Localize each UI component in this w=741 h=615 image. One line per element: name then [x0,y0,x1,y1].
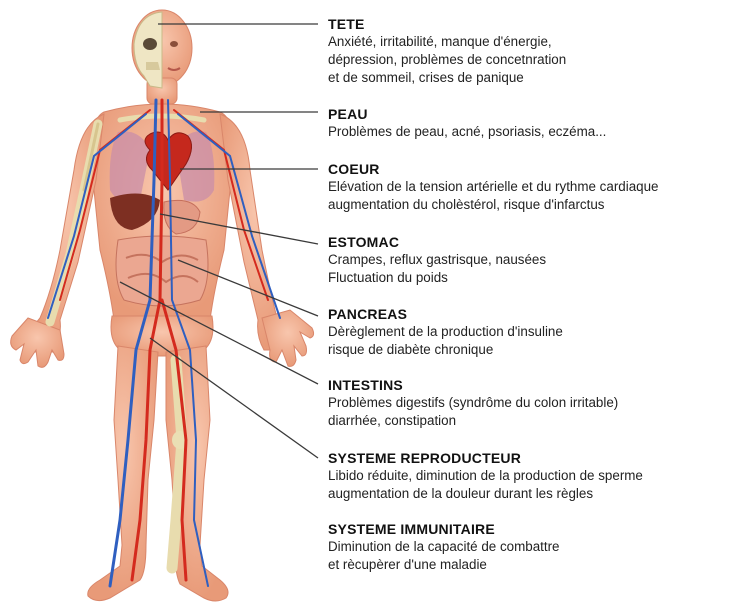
label-desc-estomac-2: Fluctuation du poids [328,269,738,287]
label-desc-intestins-1: Problèmes digestifs (syndrôme du colon i… [328,394,738,412]
label-title-peau: PEAU [328,106,738,123]
label-title-immunitaire: SYSTEME IMMUNITAIRE [328,521,738,538]
label-desc-tete-3: et de sommeil, crises de panique [328,69,738,87]
label-title-reproducteur: SYSTEME REPRODUCTEUR [328,450,738,467]
label-desc-intestins-2: diarrhée, constipation [328,412,738,430]
label-estomac: ESTOMAC Crampes, reflux gastrisque, naus… [328,234,738,287]
label-title-intestins: INTESTINS [328,377,738,394]
label-desc-tete-1: Anxiété, irritabilité, manque d'énergie, [328,33,738,51]
label-peau: PEAU Problèmes de peau, acné, psoriasis,… [328,106,738,141]
label-tete: TETE Anxiété, irritabilité, manque d'éne… [328,16,738,87]
label-desc-coeur-1: Elévation de la tension artérielle et du… [328,178,738,196]
label-desc-peau-1: Problèmes de peau, acné, psoriasis, eczé… [328,123,738,141]
label-desc-immunitaire-2: et rècupèrer d'une maladie [328,556,738,574]
label-reproducteur: SYSTEME REPRODUCTEUR Libido réduite, dim… [328,450,738,503]
label-desc-pancreas-1: Dèrèglement de la production d'insuline [328,323,738,341]
label-desc-reproducteur-2: augmentation de la douleur durant les rè… [328,485,738,503]
label-intestins: INTESTINS Problèmes digestifs (syndrôme … [328,377,738,430]
label-coeur: COEUR Elévation de la tension artérielle… [328,161,738,214]
label-desc-pancreas-2: risque de diabète chronique [328,341,738,359]
label-immunitaire: SYSTEME IMMUNITAIRE Diminution de la cap… [328,521,738,574]
label-title-estomac: ESTOMAC [328,234,738,251]
label-title-pancreas: PANCREAS [328,306,738,323]
label-desc-immunitaire-1: Diminution de la capacité de combattre [328,538,738,556]
label-desc-coeur-2: augmentation du cholèstérol, risque d'in… [328,196,738,214]
label-pancreas: PANCREAS Dèrèglement de la production d'… [328,306,738,359]
label-desc-estomac-1: Crampes, reflux gastrisque, nausées [328,251,738,269]
label-title-tete: TETE [328,16,738,33]
label-desc-tete-2: dépression, problèmes de concetnration [328,51,738,69]
label-desc-reproducteur-1: Libido réduite, diminution de la product… [328,467,738,485]
label-title-coeur: COEUR [328,161,738,178]
